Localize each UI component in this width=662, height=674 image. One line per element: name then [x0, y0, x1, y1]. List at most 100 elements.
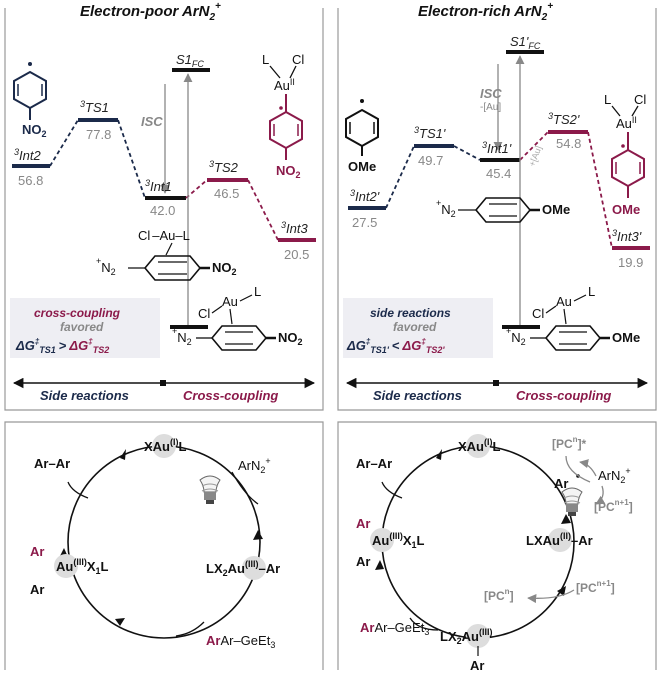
right-title: Electron-rich ArN2+ — [418, 1, 553, 23]
left-s1fc-label: S1FC — [176, 52, 204, 69]
left-ts2-energy: 46.5 — [214, 186, 239, 201]
right-aryl-radical-structure: OMe — [345, 99, 379, 174]
svg-text:NO2: NO2 — [212, 260, 237, 277]
left-au3-node — [242, 556, 266, 580]
svg-text:Cl: Cl — [198, 306, 210, 321]
svg-text:NO2: NO2 — [278, 330, 303, 347]
right-pcn1b-label: [PCn+1] — [576, 579, 615, 595]
right-au2-structure: L Cl AuII OMe — [604, 92, 646, 217]
left-reaction-axis: Side reactions Cross-coupling — [12, 377, 316, 403]
right-box-inequality: ΔG‡TS1'<ΔG‡TS2' — [346, 337, 445, 355]
svg-text:+N2: +N2 — [436, 198, 456, 219]
left-lx2au-label: LX2Au(III)–Ar — [206, 559, 280, 578]
right-s1fc-label: S1'FC — [510, 34, 541, 51]
svg-text:Au: Au — [556, 294, 572, 309]
right-int2-label: 3Int2' — [350, 188, 380, 204]
right-auiii-ar-bottom: Ar — [356, 554, 370, 569]
left-au3b-node — [54, 554, 78, 578]
left-xaul-label: XAu(I)L — [144, 437, 187, 454]
left-ts1-label: 3TS1 — [80, 99, 109, 115]
svg-text:AuII: AuII — [616, 115, 637, 131]
left-axis-cross-label: Cross-coupling — [183, 388, 278, 403]
right-au3-node — [466, 624, 490, 648]
right-lx2au3-ar: Ar — [470, 658, 484, 673]
right-isc-sub: -[Au] — [480, 102, 501, 113]
right-int2-ts1-connector — [385, 145, 415, 209]
left-int1-energy: 42.0 — [150, 203, 175, 218]
left-ts2-label: 3TS2 — [209, 159, 239, 175]
svg-text:Cl: Cl — [532, 306, 544, 321]
right-xaul-label: XAu(I)L — [458, 437, 501, 454]
right-auiii-ar-top: Ar — [356, 516, 370, 531]
right-arn2-label: ArN2+ — [598, 466, 631, 485]
svg-text:Cl: Cl — [634, 92, 646, 107]
right-catalytic-cycle: XAu(I)L [PCn]* ArN2+ Ar [PCn+1] LXAu(II)… — [356, 434, 633, 673]
right-ground-structure: Cl Au L +N2 OMe — [506, 284, 640, 351]
left-int3-label: 3Int3 — [281, 220, 308, 236]
left-int2-label: 3Int2 — [14, 147, 41, 163]
right-diazonium-structure: +N2 OMe — [436, 197, 570, 223]
svg-text:OMe: OMe — [542, 202, 570, 217]
left-arn2-label: ArN2+ — [238, 456, 271, 475]
left-energy-diagram: ISC 3Int2 56.8 3TS1 77.8 3Int1 42.0 3TS2… — [12, 52, 316, 329]
right-au3b-node — [370, 528, 394, 552]
right-ts1-int1-connector — [453, 145, 481, 161]
left-int1-structure: Cl–Au–L +N2 NO2 — [96, 228, 237, 281]
right-panel-frame — [337, 8, 657, 411]
left-lightbulb-icon — [199, 475, 221, 504]
svg-text:+N2: +N2 — [96, 256, 116, 277]
left-panel-frame — [4, 8, 324, 411]
left-au1-node — [152, 434, 176, 458]
left-arar-label: Ar–Ar — [34, 456, 70, 471]
right-selectivity-box: side reactions favored ΔG‡TS1'<ΔG‡TS2' — [343, 298, 493, 358]
right-int1-label: 3Int1' — [482, 140, 512, 156]
left-cycle-frame — [4, 421, 324, 670]
svg-text:OMe: OMe — [612, 202, 640, 217]
left-ground-structure: Cl Au L +N2 NO2 — [172, 284, 303, 351]
right-au-annot: +[Au] — [527, 144, 544, 167]
svg-text:+N2: +N2 — [172, 326, 192, 347]
right-int3-label: 3Int3' — [612, 228, 642, 244]
svg-text:AuII: AuII — [274, 77, 295, 93]
right-energy-diagram: ISC -[Au] +[Au] 3Int2' 27.5 3TS1' 49.7 3… — [348, 34, 650, 329]
left-aryl-substituent: NO2 — [22, 122, 47, 139]
svg-text:+N2: +N2 — [506, 326, 526, 347]
right-isc-label: ISC — [480, 86, 502, 101]
left-aryl-radical-structure: NO2 — [13, 62, 47, 139]
left-axis-side-label: Side reactions — [40, 388, 129, 403]
left-arget-label: ArAr–GeEt3 — [206, 633, 275, 650]
right-arar-label: Ar–Ar — [356, 456, 392, 471]
right-int2-energy: 27.5 — [352, 215, 377, 230]
right-arget-label: ArAr–GeEt3 — [360, 620, 429, 637]
right-lightbulb-icon — [561, 487, 583, 516]
right-ts1-energy: 49.7 — [418, 153, 443, 168]
right-cycle-frame — [337, 421, 657, 670]
left-int2-ts1-connector — [49, 119, 79, 167]
svg-text:Cl: Cl — [292, 52, 304, 67]
svg-text:NO2: NO2 — [276, 163, 301, 180]
right-lx2au3-label: LX2Au(III) — [440, 627, 492, 646]
right-box-line2: favored — [393, 320, 437, 334]
right-ar-radical: Ar — [554, 476, 568, 491]
left-int1-label: 3Int1 — [145, 178, 172, 194]
left-catalytic-cycle: XAu(I)L ArN2+ LX2Au(III)–Ar ArAr–GeEt3 A… — [30, 434, 280, 650]
left-auiii-ar-bottom: Ar — [30, 582, 44, 597]
svg-text:L: L — [604, 92, 611, 107]
left-box-inequality: ΔG‡TS1>ΔG‡TS2 — [15, 337, 109, 355]
left-au2-structure: L Cl AuII NO2 — [262, 52, 304, 180]
right-radical-dot — [360, 99, 364, 103]
right-axis-side-label: Side reactions — [373, 388, 462, 403]
right-ts1-label: 3TS1' — [414, 125, 446, 141]
right-au2-node — [548, 528, 572, 552]
svg-text:L: L — [262, 52, 269, 67]
right-axis-cross-label: Cross-coupling — [516, 388, 611, 403]
left-ts1-energy: 77.8 — [86, 127, 111, 142]
left-int2-energy: 56.8 — [18, 173, 43, 188]
right-ts2-label: 3TS2' — [548, 111, 580, 127]
left-ts2-int3-connector — [247, 179, 279, 241]
svg-text:OMe: OMe — [612, 330, 640, 345]
svg-text:L: L — [254, 284, 261, 299]
left-box-line1: cross-coupling — [34, 306, 121, 320]
right-pcn-star: [PCn]* — [552, 435, 587, 451]
